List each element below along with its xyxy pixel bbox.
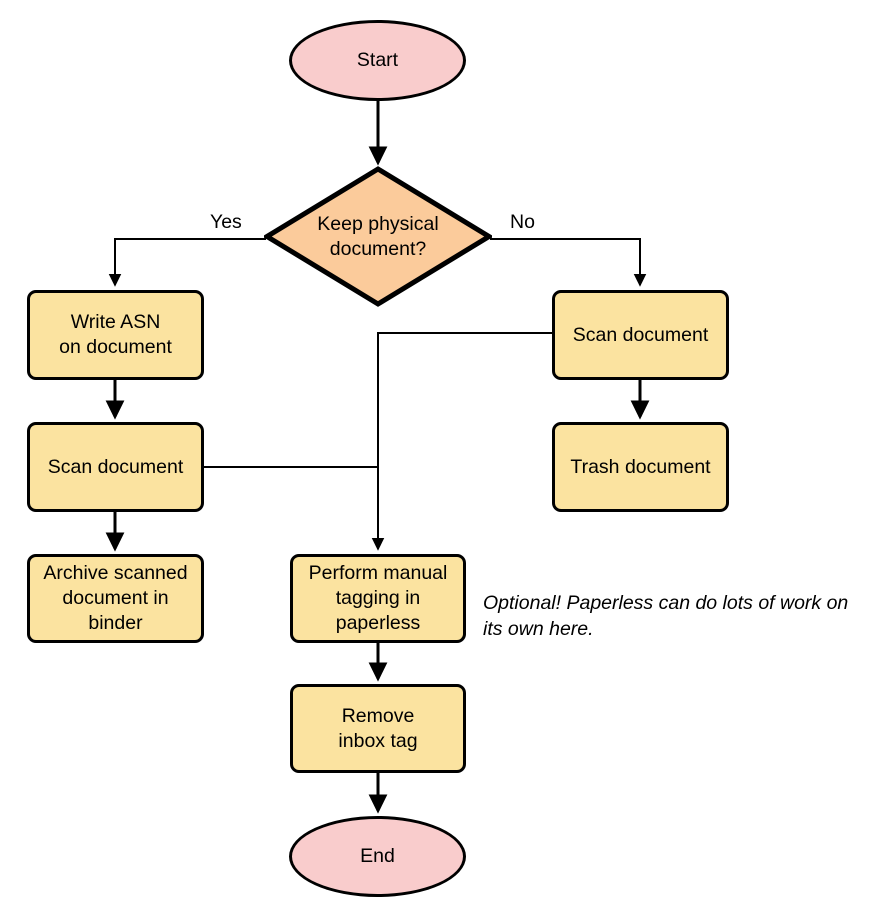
edge-decision-yes-to-write-asn xyxy=(108,238,266,287)
node-perform-manual-tagging-label: Perform manual tagging in paperless xyxy=(308,562,448,634)
annotation-optional-note: Optional! Paperless can do lots of work … xyxy=(483,592,849,640)
node-remove-inbox-tag[interactable]: Remove inbox tag xyxy=(290,684,466,773)
node-trash-document[interactable]: Trash document xyxy=(552,422,729,512)
node-archive-in-binder-label: Archive scanned document in binder xyxy=(43,562,188,634)
edge-label-no: No xyxy=(510,211,535,233)
node-perform-manual-tagging[interactable]: Perform manual tagging in paperless xyxy=(290,554,466,643)
edge-decision-no-to-scan-right xyxy=(490,238,647,287)
node-start[interactable]: Start xyxy=(289,20,466,101)
node-remove-inbox-tag-label: Remove inbox tag xyxy=(338,704,418,752)
node-scan-document-right[interactable]: Scan document xyxy=(552,290,729,380)
node-write-asn[interactable]: Write ASN on document xyxy=(27,290,204,380)
node-archive-in-binder[interactable]: Archive scanned document in binder xyxy=(27,554,204,643)
node-keep-physical-document[interactable]: Keep physical document? xyxy=(264,166,492,307)
node-write-asn-label: Write ASN on document xyxy=(59,311,172,358)
node-scan-document-left-label: Scan document xyxy=(47,455,184,478)
edge-label-yes: Yes xyxy=(210,211,242,233)
node-keep-physical-document-label: Keep physical document? xyxy=(317,212,439,260)
node-end-label: End xyxy=(360,845,395,867)
diamond-shape xyxy=(264,166,492,307)
node-scan-document-left[interactable]: Scan document xyxy=(27,422,204,512)
node-start-label: Start xyxy=(356,49,399,71)
edge-scan-right-to-manual-tagging xyxy=(371,332,552,551)
node-trash-document-label: Trash document xyxy=(570,455,711,478)
node-end[interactable]: End xyxy=(289,816,466,897)
node-scan-document-right-label: Scan document xyxy=(572,323,709,346)
